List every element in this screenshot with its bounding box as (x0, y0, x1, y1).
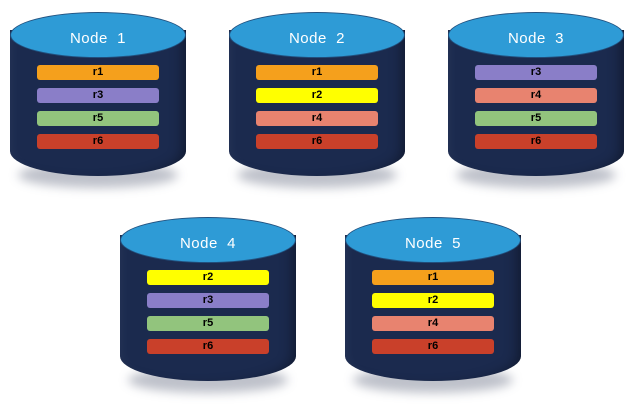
replica-label: r1 (311, 66, 323, 78)
replica-bar[interactable]: r2 (372, 293, 494, 308)
node-lid-ellipse: Node 1 (10, 12, 186, 58)
replica-label: r3 (92, 89, 104, 101)
replica-bar-stack: r1 r2 r4 r6 (372, 270, 494, 354)
replica-bar[interactable]: r2 (147, 270, 269, 285)
replica-label: r3 (202, 294, 214, 306)
database-node-cylinder[interactable]: Node 5 r1 r2 r4 r6 (345, 213, 521, 393)
replica-bar[interactable]: r6 (147, 339, 269, 354)
replica-bar-stack: r1 r2 r4 r6 (256, 65, 378, 149)
node-lid-ellipse: Node 2 (229, 12, 405, 58)
replica-bar[interactable]: r2 (256, 88, 378, 103)
node-lid-ellipse: Node 5 (345, 217, 521, 263)
replica-bar-stack: r2 r3 r5 r6 (147, 270, 269, 354)
replica-bar[interactable]: r1 (37, 65, 159, 80)
replica-bar[interactable]: r6 (372, 339, 494, 354)
replica-label: r2 (202, 271, 214, 283)
node-title: Node 3 (507, 29, 565, 47)
replica-label: r4 (427, 317, 439, 329)
replica-label: r3 (530, 66, 542, 78)
replica-bar[interactable]: r1 (256, 65, 378, 80)
replica-bar[interactable]: r3 (475, 65, 597, 80)
replica-label: r2 (311, 89, 323, 101)
database-node-cylinder[interactable]: Node 3 r3 r4 r5 r6 (448, 8, 624, 188)
database-node-cylinder[interactable]: Node 4 r2 r3 r5 r6 (120, 213, 296, 393)
replica-bar[interactable]: r3 (147, 293, 269, 308)
replica-bar[interactable]: r5 (475, 111, 597, 126)
replica-bar[interactable]: r5 (37, 111, 159, 126)
node-title: Node 1 (69, 29, 127, 47)
replica-bar[interactable]: r6 (256, 134, 378, 149)
replica-bar[interactable]: r6 (475, 134, 597, 149)
replica-bar[interactable]: r3 (37, 88, 159, 103)
node-title: Node 4 (179, 234, 237, 252)
replica-label: r5 (530, 112, 542, 124)
replica-bar[interactable]: r6 (37, 134, 159, 149)
node-title: Node 2 (288, 29, 346, 47)
replica-label: r5 (202, 317, 214, 329)
replica-label: r5 (92, 112, 104, 124)
replica-bar[interactable]: r4 (475, 88, 597, 103)
replica-bar[interactable]: r5 (147, 316, 269, 331)
replica-label: r6 (427, 340, 439, 352)
database-node-cylinder[interactable]: Node 1 r1 r3 r5 r6 (10, 8, 186, 188)
database-node-cylinder[interactable]: Node 2 r1 r2 r4 r6 (229, 8, 405, 188)
replica-label: r6 (92, 135, 104, 147)
replica-label: r1 (427, 271, 439, 283)
node-lid-ellipse: Node 4 (120, 217, 296, 263)
replica-label: r2 (427, 294, 439, 306)
replica-bar-stack: r1 r3 r5 r6 (37, 65, 159, 149)
node-lid-ellipse: Node 3 (448, 12, 624, 58)
replica-label: r1 (92, 66, 104, 78)
replica-bar[interactable]: r4 (372, 316, 494, 331)
replica-bar[interactable]: r1 (372, 270, 494, 285)
replica-label: r6 (311, 135, 323, 147)
replica-label: r4 (311, 112, 323, 124)
replica-label: r6 (530, 135, 542, 147)
replica-label: r6 (202, 340, 214, 352)
node-title: Node 5 (404, 234, 462, 252)
replica-label: r4 (530, 89, 542, 101)
replica-bar[interactable]: r4 (256, 111, 378, 126)
replica-bar-stack: r3 r4 r5 r6 (475, 65, 597, 149)
